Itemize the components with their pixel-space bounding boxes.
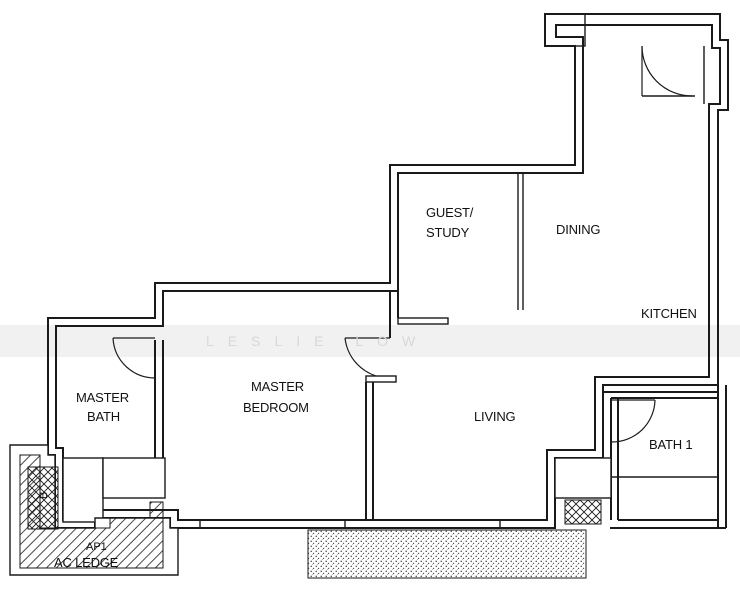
outer-wall (47, 13, 729, 529)
balcony-strip (307, 529, 587, 579)
label-living: LIVING (474, 409, 516, 424)
label-guest-study-2: STUDY (426, 225, 470, 240)
interior-walls (62, 172, 727, 529)
label-wc-mark: B (38, 492, 50, 499)
label-guest-study-1: GUEST/ (426, 205, 474, 220)
label-master-bath-2: BATH (87, 409, 120, 424)
label-ap1: AP1 (86, 541, 107, 553)
label-bath1: BATH 1 (649, 437, 692, 452)
watermark-text: LESLIE LOW (206, 333, 429, 349)
entrance-block (544, 13, 729, 110)
label-master-bedroom-1: MASTER (251, 379, 304, 394)
ac-ledge (9, 444, 602, 576)
label-ac-ledge: AC LEDGE (54, 555, 119, 570)
room-labels: GUEST/ STUDY DINING KITCHEN MASTER BATH … (38, 205, 697, 570)
label-dining: DINING (556, 222, 600, 237)
label-kitchen: KITCHEN (641, 306, 697, 321)
label-master-bath-1: MASTER (76, 390, 129, 405)
doors (112, 45, 695, 443)
label-master-bedroom-2: BEDROOM (243, 400, 309, 415)
watermark-band (0, 325, 740, 357)
